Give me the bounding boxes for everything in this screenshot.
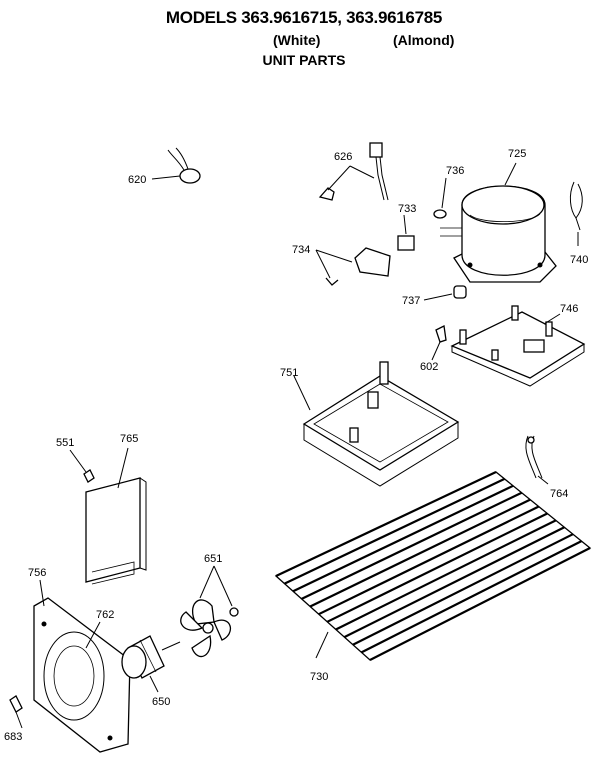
coil-tube bbox=[284, 477, 506, 585]
part-683-drawing bbox=[9, 695, 23, 729]
section-title: UNIT PARTS bbox=[262, 52, 346, 68]
coil-tube bbox=[343, 526, 565, 639]
part-756-drawing bbox=[33, 579, 131, 753]
part-730-drawing bbox=[274, 471, 592, 661]
part-765-drawing bbox=[85, 447, 147, 585]
part-764-drawing bbox=[525, 435, 549, 485]
part-734-drawing bbox=[315, 247, 391, 286]
part-762-drawing bbox=[85, 621, 101, 649]
part-650-drawing bbox=[121, 635, 181, 693]
part-label-734[interactable]: 734 bbox=[292, 244, 310, 256]
part-label-764[interactable]: 764 bbox=[550, 488, 568, 500]
part-737-drawing bbox=[423, 285, 467, 301]
part-725-drawing bbox=[440, 162, 557, 283]
part-602-drawing bbox=[431, 325, 447, 361]
white-label: (White) bbox=[273, 32, 321, 48]
coil-tube bbox=[301, 491, 523, 600]
part-label-602[interactable]: 602 bbox=[420, 361, 438, 373]
part-label-626[interactable]: 626 bbox=[334, 151, 352, 163]
part-label-725[interactable]: 725 bbox=[508, 148, 526, 160]
part-label-746[interactable]: 746 bbox=[560, 303, 578, 315]
part-651-drawing bbox=[180, 565, 239, 658]
part-label-620[interactable]: 620 bbox=[128, 174, 146, 186]
diagram-title: MODELS 363.9616715, 363.9616785 bbox=[165, 8, 443, 27]
part-626-drawing bbox=[318, 142, 389, 201]
part-label-740[interactable]: 740 bbox=[570, 254, 588, 266]
almond-label: (Almond) bbox=[393, 32, 455, 48]
part-label-683[interactable]: 683 bbox=[4, 731, 22, 743]
coil-tube bbox=[318, 505, 540, 616]
part-label-756[interactable]: 756 bbox=[28, 567, 46, 579]
part-label-733[interactable]: 733 bbox=[398, 203, 416, 215]
part-label-651[interactable]: 651 bbox=[204, 553, 222, 565]
part-label-736[interactable]: 736 bbox=[446, 165, 464, 177]
part-label-765[interactable]: 765 bbox=[120, 433, 138, 445]
part-label-762[interactable]: 762 bbox=[96, 609, 114, 621]
part-551-drawing bbox=[69, 449, 95, 483]
part-740-drawing bbox=[569, 181, 583, 246]
part-736-drawing bbox=[433, 177, 447, 219]
coil-tube bbox=[369, 547, 591, 661]
coil-tube bbox=[326, 512, 548, 623]
part-751-drawing bbox=[293, 361, 460, 487]
part-label-751[interactable]: 751 bbox=[280, 367, 298, 379]
part-label-551[interactable]: 551 bbox=[56, 437, 74, 449]
part-label-730[interactable]: 730 bbox=[310, 671, 328, 683]
coil-tube bbox=[360, 540, 582, 654]
coil-tube bbox=[309, 498, 531, 608]
coil-tube bbox=[335, 519, 557, 631]
part-label-650[interactable]: 650 bbox=[152, 696, 170, 708]
part-label-737[interactable]: 737 bbox=[402, 295, 420, 307]
coil-tube bbox=[352, 533, 574, 646]
part-733-drawing bbox=[397, 214, 415, 251]
coil-tube bbox=[292, 484, 514, 593]
part-620-drawing bbox=[151, 147, 201, 184]
coil-tube bbox=[275, 471, 497, 577]
part-746-drawing bbox=[450, 305, 586, 387]
